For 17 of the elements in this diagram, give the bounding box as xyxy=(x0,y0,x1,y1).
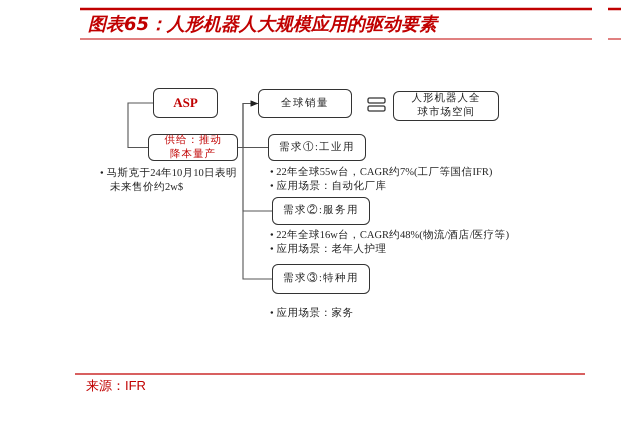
rounded-box: 供给：推动降本量产 xyxy=(148,134,238,161)
connector-line xyxy=(127,102,153,148)
bullet-text: • 应用场景：自动化厂库 xyxy=(270,180,388,194)
bullet-text: • 应用场景：家务 xyxy=(270,307,354,321)
bullet-text: • 应用场景：老年人护理 xyxy=(270,243,388,257)
rounded-box: 全球销量 xyxy=(258,89,352,118)
bullet-text: • 22年全球55w台，CAGR约7%(工厂等国信IFR) xyxy=(270,166,492,180)
arrow xyxy=(242,100,272,280)
figure-title: 图表65：人形机器人大规模应用的驱动要素 xyxy=(88,13,438,37)
rounded-box: 需求①:工业用 xyxy=(268,134,366,161)
rounded-box: 需求③:特种用 xyxy=(272,264,370,294)
source-note: 来源：IFR xyxy=(86,377,146,395)
bullet-text: • 马斯克于24年10月10日表明未来售价约2w$ xyxy=(100,167,238,195)
bullet-text: • 22年全球16w台，CAGR约48%(物流/酒店/医疗等) xyxy=(270,229,510,243)
rounded-box: ASP xyxy=(153,88,218,118)
rounded-box: 人形机器人全球市场空间 xyxy=(393,91,499,121)
rounded-box: 需求②:服务用 xyxy=(272,197,370,225)
